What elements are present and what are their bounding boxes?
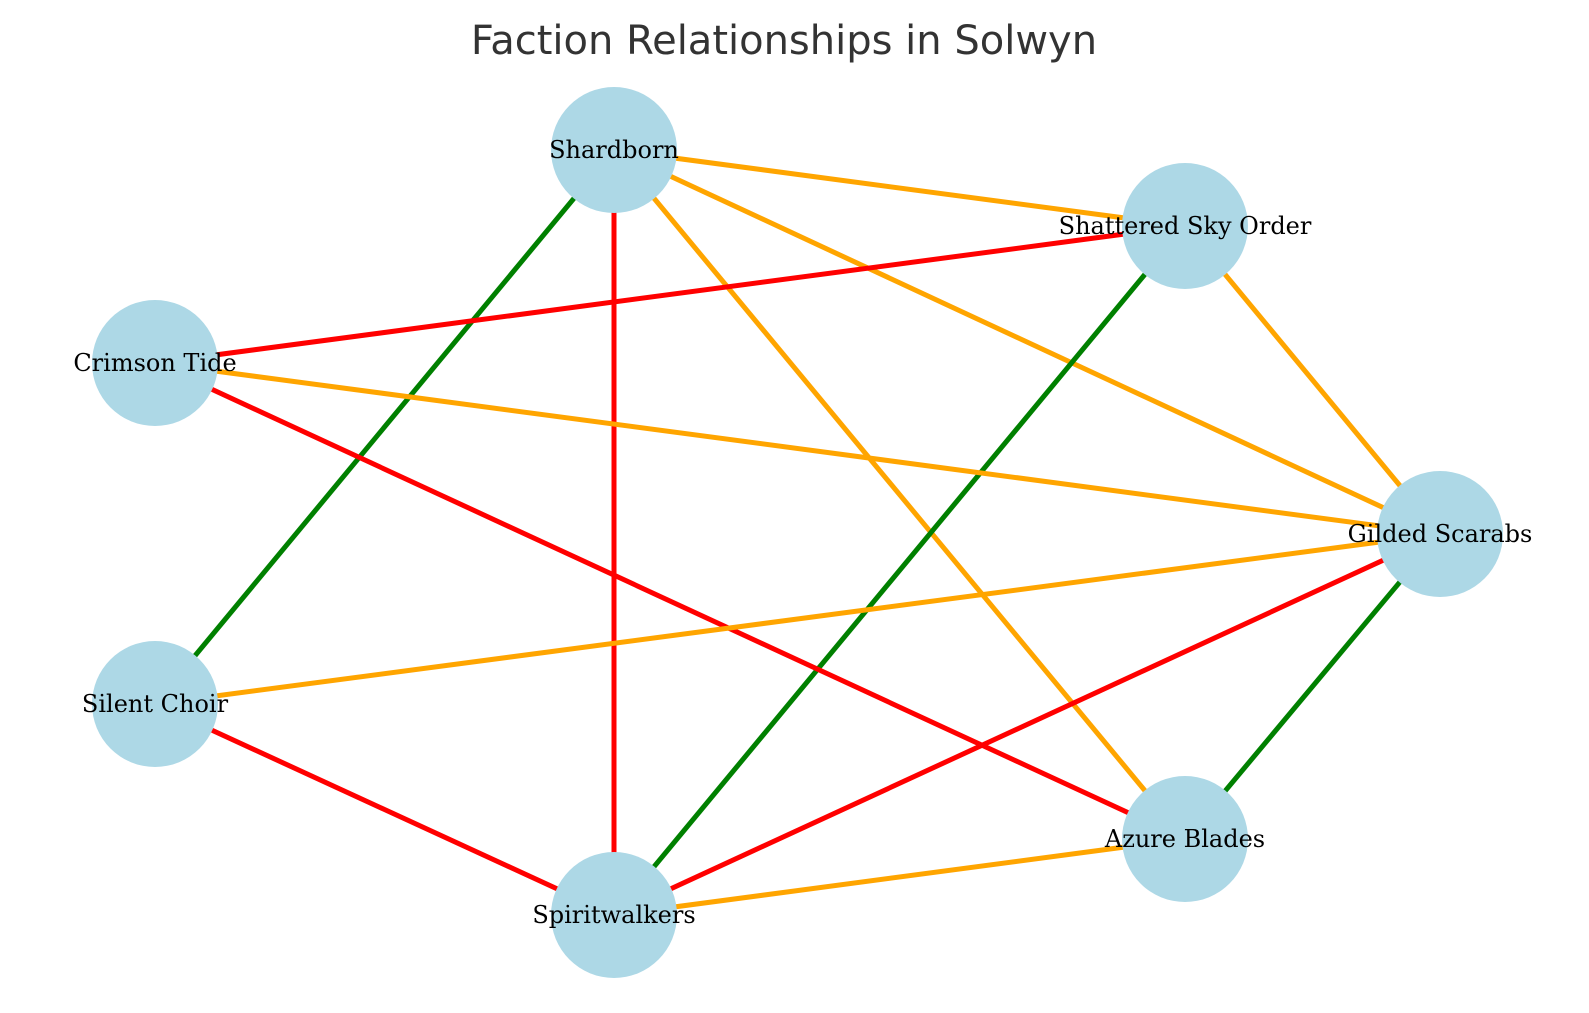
edge-gilded-scarabs-silent-choir bbox=[154, 531, 1441, 707]
node-shardborn: Shardborn bbox=[549, 87, 679, 213]
edge-crimson-tide-gilded-scarabs bbox=[154, 360, 1441, 537]
edge-silent-choir-spiritwalkers bbox=[153, 701, 616, 918]
node-label: Gilded Scarabs bbox=[1348, 520, 1533, 548]
edge-shattered-sky-order-crimson-tide bbox=[154, 223, 1186, 366]
edge-shattered-sky-order-spiritwalkers bbox=[612, 224, 1187, 917]
node-label: Crimson Tide bbox=[73, 349, 236, 377]
node-spiritwalkers: Spiritwalkers bbox=[532, 852, 696, 978]
edges-layer bbox=[153, 147, 1442, 918]
node-crimson-tide: Crimson Tide bbox=[73, 300, 237, 426]
node-circle bbox=[551, 87, 677, 213]
edge-crimson-tide-azure-blades bbox=[153, 360, 1187, 842]
edge-gilded-scarabs-spiritwalkers bbox=[612, 531, 1442, 918]
node-circle bbox=[551, 852, 677, 978]
edge-shardborn-shattered-sky-order bbox=[613, 147, 1186, 229]
node-circle bbox=[92, 300, 218, 426]
node-circle bbox=[1122, 163, 1248, 289]
diagram-title: Faction Relationships in Solwyn bbox=[471, 18, 1097, 64]
node-label: Spiritwalkers bbox=[532, 901, 695, 929]
edge-shardborn-azure-blades bbox=[612, 148, 1187, 841]
node-circle bbox=[92, 641, 218, 767]
node-shattered-sky-order: Shattered Sky Order bbox=[1059, 163, 1312, 289]
edge-gilded-scarabs-azure-blades bbox=[1183, 532, 1442, 841]
edge-shardborn-silent-choir bbox=[153, 148, 616, 706]
node-gilded-scarabs: Gilded Scarabs bbox=[1348, 471, 1533, 597]
node-label: Azure Blades bbox=[1104, 825, 1265, 853]
node-label: Shardborn bbox=[549, 136, 679, 164]
node-circle bbox=[1377, 471, 1503, 597]
node-silent-choir: Silent Choir bbox=[82, 641, 229, 767]
node-circle bbox=[1122, 776, 1248, 902]
node-label: Shattered Sky Order bbox=[1059, 212, 1312, 240]
edge-shardborn-gilded-scarabs bbox=[612, 147, 1442, 537]
edge-spiritwalkers-azure-blades bbox=[613, 836, 1186, 918]
node-azure-blades: Azure Blades bbox=[1104, 776, 1265, 902]
node-label: Silent Choir bbox=[82, 690, 229, 718]
edge-shattered-sky-order-gilded-scarabs bbox=[1183, 224, 1442, 536]
